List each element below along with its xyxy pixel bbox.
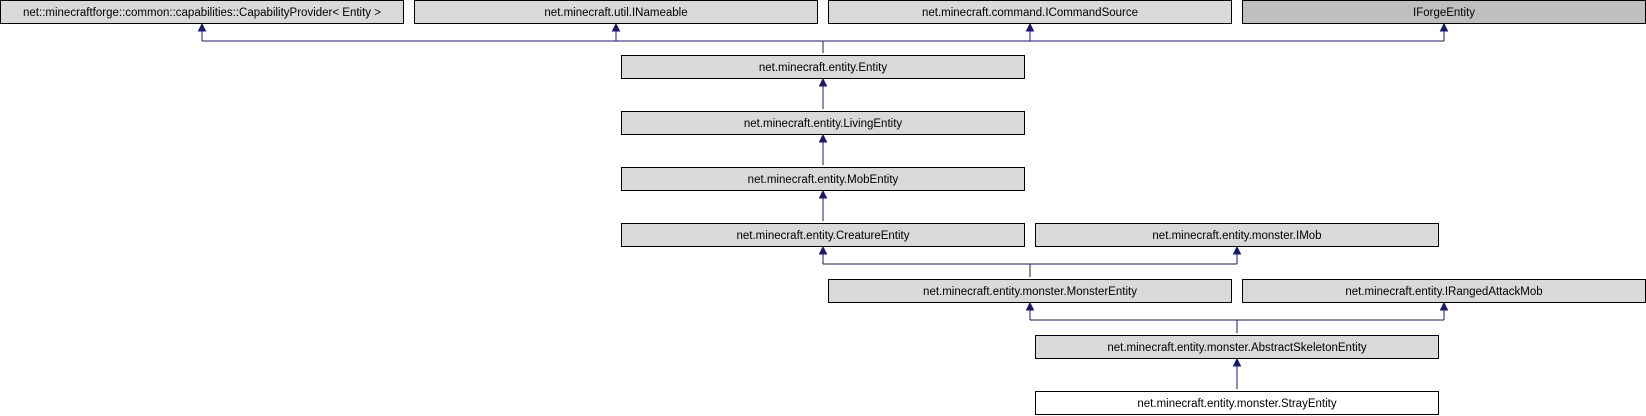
arrowhead-living-entity bbox=[818, 133, 828, 143]
arrowhead-i-command-source bbox=[1025, 22, 1035, 32]
arrowhead-monster-entity bbox=[1025, 301, 1035, 311]
edge-skeleton-to-monster-ranged bbox=[1029, 309, 1445, 333]
node-monster-entity[interactable]: net.minecraft.entity.monster.MonsterEnti… bbox=[828, 279, 1232, 303]
arrowhead-mob-entity bbox=[818, 189, 828, 199]
arrowhead-i-mob bbox=[1232, 245, 1242, 255]
node-abstract-skeleton-entity[interactable]: net.minecraft.entity.monster.AbstractSke… bbox=[1035, 335, 1439, 359]
node-i-ranged-attack-mob[interactable]: net.minecraft.entity.IRangedAttackMob bbox=[1242, 279, 1646, 303]
node-entity[interactable]: net.minecraft.entity.Entity bbox=[621, 55, 1025, 79]
arrowhead-abstract-skeleton-entity bbox=[1232, 357, 1242, 367]
arrowhead-i-nameable bbox=[611, 22, 621, 32]
node-i-nameable[interactable]: net.minecraft.util.INameable bbox=[414, 0, 818, 24]
edge-monster-to-creature-imob bbox=[822, 253, 1238, 277]
node-mob-entity[interactable]: net.minecraft.entity.MobEntity bbox=[621, 167, 1025, 191]
arrowhead-i-ranged-attack-mob bbox=[1439, 301, 1449, 311]
node-capability-provider[interactable]: net::minecraftforge::common::capabilitie… bbox=[0, 0, 404, 24]
arrowhead-creature-entity bbox=[818, 245, 828, 255]
node-i-forge-entity[interactable]: IForgeEntity bbox=[1242, 0, 1646, 24]
arrowhead-capability-provider bbox=[197, 22, 207, 32]
node-i-command-source[interactable]: net.minecraft.command.ICommandSource bbox=[828, 0, 1232, 24]
node-stray-entity: net.minecraft.entity.monster.StrayEntity bbox=[1035, 391, 1439, 415]
node-i-mob[interactable]: net.minecraft.entity.monster.IMob bbox=[1035, 223, 1439, 247]
arrowhead-entity bbox=[818, 77, 828, 87]
arrowhead-i-forge-entity bbox=[1439, 22, 1449, 32]
edge-entity-to-bases bbox=[201, 30, 1445, 53]
node-living-entity[interactable]: net.minecraft.entity.LivingEntity bbox=[621, 111, 1025, 135]
diagram-edges bbox=[197, 22, 1449, 389]
node-creature-entity[interactable]: net.minecraft.entity.CreatureEntity bbox=[621, 223, 1025, 247]
